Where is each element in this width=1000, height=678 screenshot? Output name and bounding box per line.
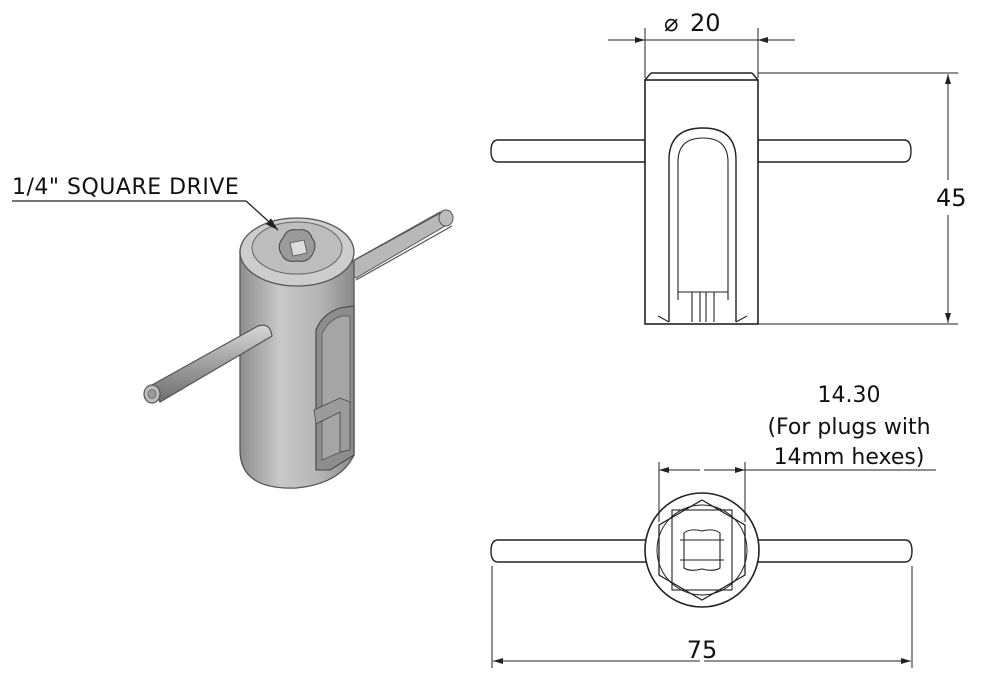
diameter-symbol: ⌀ (664, 9, 678, 37)
height-value: 45 (936, 184, 967, 212)
diameter-dimension: ⌀ 20 (608, 9, 795, 78)
isometric-view: 1/4" SQUARE DRIVE (12, 175, 454, 489)
width-value: 75 (687, 636, 718, 664)
tbar-rod-back (339, 209, 454, 281)
height-dimension: 45 (758, 72, 967, 325)
front-view: ⌀ 20 45 (490, 9, 967, 325)
socket-body-outline (644, 79, 759, 325)
width-dimension: 75 (491, 566, 913, 668)
hex-dim-value: 14.30 (818, 383, 881, 408)
hex-dim-note-line2: 14mm hexes) (774, 445, 925, 470)
top-view: 14.30 (For plugs with 14mm hexes) 75 (490, 383, 936, 668)
square-drive-callout: 1/4" SQUARE DRIVE (12, 175, 279, 231)
socket-outer-circle (644, 492, 760, 608)
socket-body (239, 217, 355, 489)
diameter-value: 20 (690, 9, 721, 37)
hex-dimension: 14.30 (For plugs with 14mm hexes) (658, 383, 936, 522)
hex-dim-note-line1: (For plugs with (767, 415, 930, 440)
hex-profile (658, 499, 746, 601)
square-drive-label: 1/4" SQUARE DRIVE (12, 175, 239, 200)
tbar-rod-front (143, 324, 273, 404)
